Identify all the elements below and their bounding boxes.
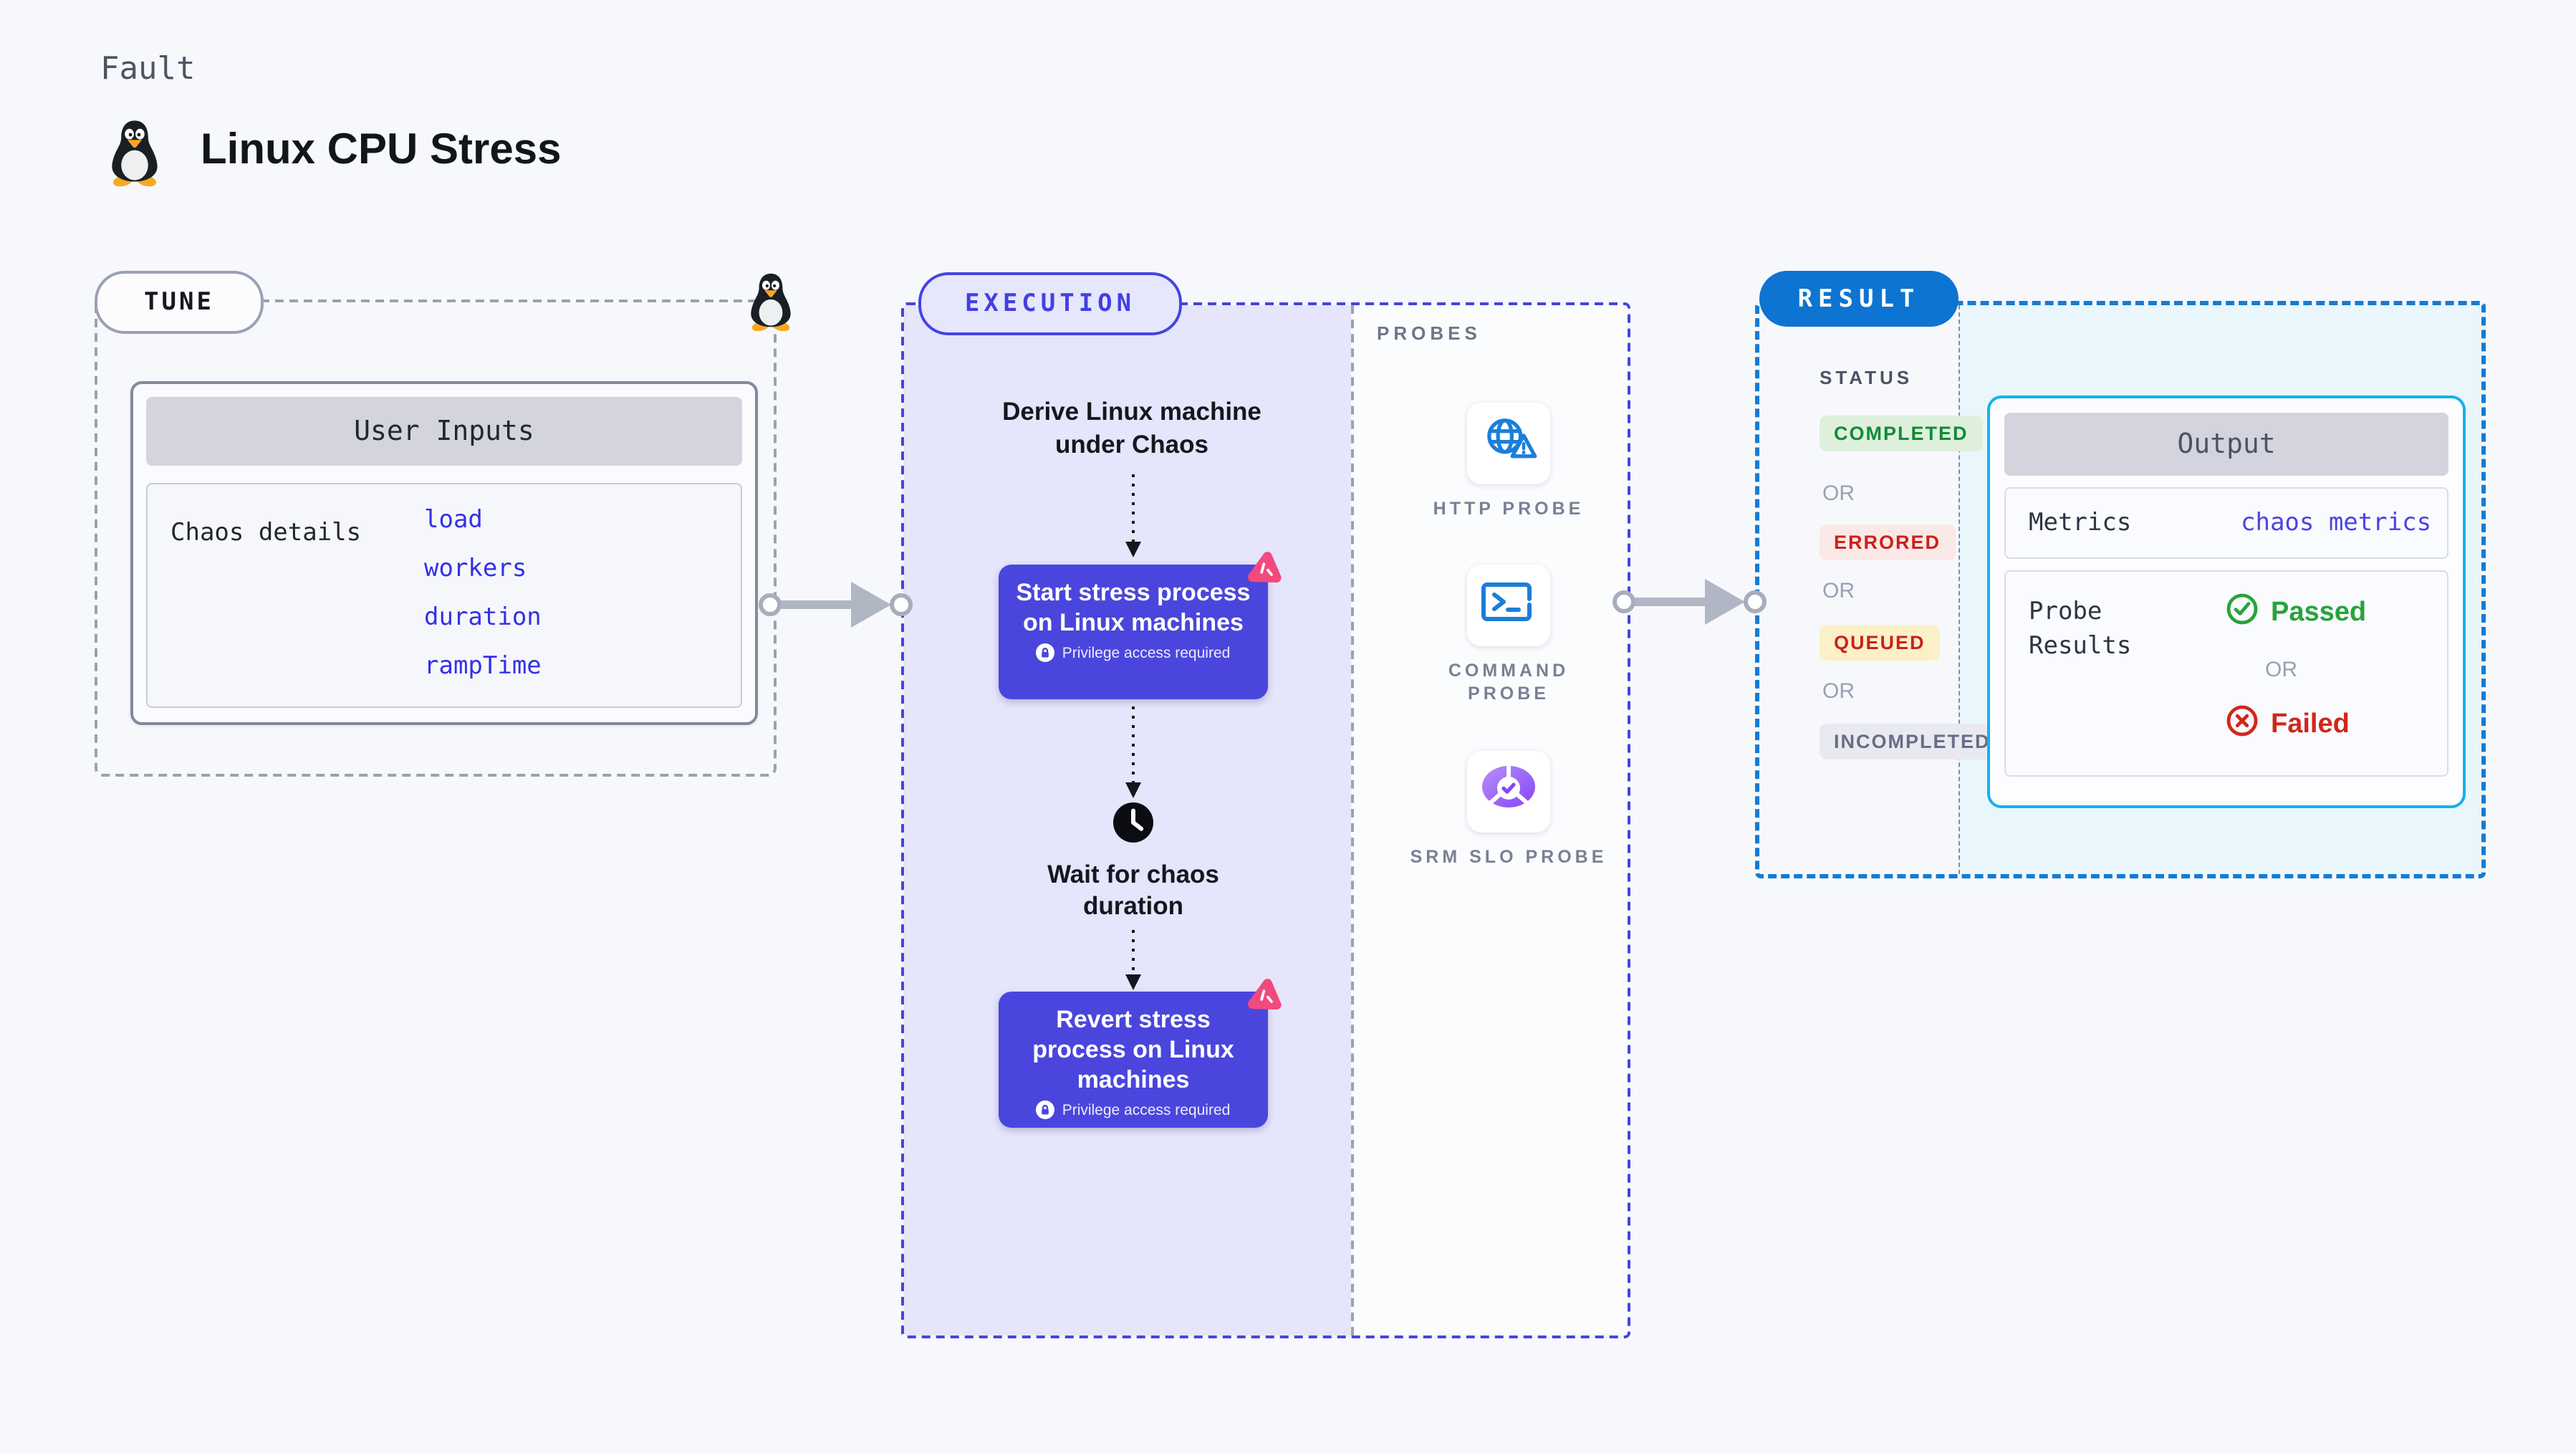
status-heading: STATUS [1820, 367, 1913, 388]
output-header: Output [2004, 413, 2448, 476]
status-badge-queued: QUEUED [1820, 625, 1940, 661]
srm-slo-probe-card [1467, 751, 1550, 833]
or-label: OR [1822, 481, 1855, 506]
status-badge-errored: ERRORED [1820, 524, 1956, 560]
user-inputs-header: User Inputs [146, 397, 742, 466]
or-label: OR [1822, 579, 1855, 603]
passed-label: Passed [2271, 597, 2367, 627]
start-stress-step: Start stress process on Linux machines P… [999, 552, 1282, 699]
status-badge-completed: COMPLETED [1820, 416, 1983, 451]
check-circle-icon [2225, 592, 2259, 633]
result-pill: RESULT [1759, 271, 1959, 327]
linux-tux-small-icon [744, 271, 798, 332]
or-label: OR [1822, 679, 1855, 704]
chaos-details-label: Chaos details [170, 519, 362, 547]
http-probe-label: HTTP PROBE [1433, 499, 1585, 519]
chaos-logo-icon [1244, 548, 1287, 590]
slo-donut-icon [1477, 761, 1540, 823]
x-circle-icon [2225, 704, 2259, 745]
probe-results-row: Probe Results Passed OR F [2004, 570, 2448, 777]
revert-stress-step: Revert stress process on Linux machines … [999, 979, 1282, 1128]
failed-label: Failed [2271, 709, 2350, 739]
wait-step-title: Wait for chaos duration [1047, 860, 1219, 920]
lock-icon [1036, 643, 1055, 662]
input-link-workers[interactable]: workers [424, 555, 527, 583]
command-probe-card [1467, 565, 1550, 646]
status-badge-incompleted: INCOMPLETED [1820, 724, 2005, 759]
or-label: OR [2265, 658, 2297, 682]
user-inputs-body: Chaos details load workers duration ramp… [146, 483, 742, 708]
srm-slo-probe-label: SRM SLO PROBE [1410, 847, 1607, 867]
clock-icon [1112, 801, 1155, 844]
input-link-load[interactable]: load [424, 506, 483, 534]
chaos-logo-icon [1244, 975, 1287, 1017]
execution-pill: EXECUTION [918, 272, 1182, 335]
revert-stress-title: Revert stress process on Linux machines [1032, 1006, 1234, 1093]
tune-section-box [95, 299, 777, 777]
probe-results-label: Probe Results [2029, 598, 2132, 661]
probes-heading: PROBES [1377, 322, 1481, 344]
tune-pill: TUNE [95, 271, 264, 334]
http-probe-card [1467, 403, 1550, 484]
linux-tux-icon [103, 118, 166, 187]
input-link-duration[interactable]: duration [424, 603, 542, 632]
output-card: Output Metrics chaos metrics Probe Resul… [1987, 395, 2466, 808]
chaos-metrics-link[interactable]: chaos metrics [2241, 509, 2432, 537]
lock-icon [1036, 1100, 1055, 1119]
metrics-row: Metrics chaos metrics [2004, 487, 2448, 559]
derive-step-title: Derive Linux machine under Chaos [1002, 397, 1261, 459]
page-title: Linux CPU Stress [201, 126, 562, 173]
fault-kicker: Fault [100, 52, 196, 87]
command-probe-label: COMMAND PROBE [1448, 661, 1570, 704]
user-inputs-card: User Inputs Chaos details load workers d… [130, 381, 758, 725]
globe-alert-icon [1479, 414, 1539, 473]
metrics-label: Metrics [2029, 509, 2132, 537]
privilege-badge: Privilege access required [1062, 644, 1231, 661]
start-stress-title: Start stress process on Linux machines [1016, 579, 1251, 636]
privilege-badge: Privilege access required [1062, 1101, 1231, 1118]
terminal-icon [1480, 579, 1537, 632]
input-link-ramptime[interactable]: rampTime [424, 652, 542, 681]
